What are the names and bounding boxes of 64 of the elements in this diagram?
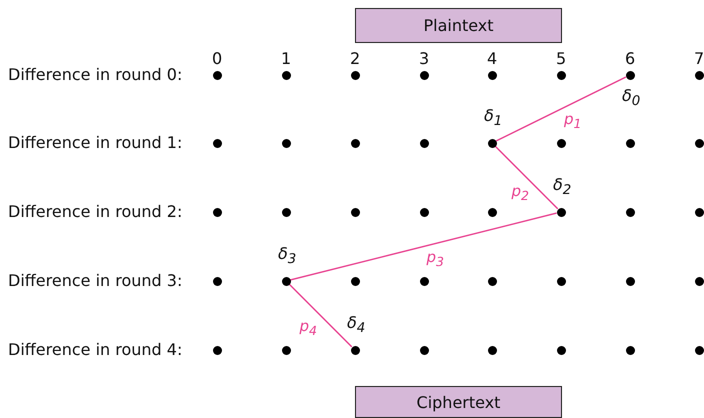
grid-dot bbox=[556, 346, 566, 354]
grid-dot bbox=[556, 138, 566, 148]
grid-dot bbox=[694, 346, 704, 354]
grid-dot bbox=[282, 346, 290, 354]
row-label: Difference in round 4: bbox=[8, 341, 182, 359]
difference-label: δ$_{0}$ bbox=[622, 87, 640, 112]
grid-dot bbox=[350, 208, 360, 216]
grid-dot bbox=[626, 138, 634, 148]
grid-dot bbox=[282, 70, 290, 80]
grid-dot bbox=[212, 276, 222, 286]
grid-dot bbox=[420, 138, 428, 148]
grid-dot bbox=[420, 276, 428, 286]
grid-dot bbox=[420, 346, 428, 354]
grid-dot bbox=[626, 276, 634, 286]
grid-dot bbox=[626, 70, 634, 80]
grid-dot bbox=[212, 138, 222, 148]
grid-dot bbox=[694, 208, 704, 216]
grid-dot bbox=[488, 346, 496, 354]
path-line bbox=[494, 146, 558, 210]
difference-label: δ$_{1}$ bbox=[484, 107, 502, 132]
column-number: 1 bbox=[281, 50, 292, 68]
grid-dot bbox=[556, 276, 566, 286]
difference-label: δ$_{4}$ bbox=[347, 314, 366, 338]
grid-dot bbox=[488, 276, 496, 286]
row-label: Difference in round 0: bbox=[8, 66, 182, 84]
grid-dot bbox=[212, 346, 222, 354]
difference-label: δ$_{3}$ bbox=[278, 245, 296, 270]
grid-dot bbox=[694, 276, 704, 286]
grid-dot bbox=[626, 346, 634, 354]
path-line bbox=[290, 212, 557, 281]
grid-dot bbox=[350, 138, 360, 148]
grid-dot bbox=[350, 276, 360, 286]
title-box: Ciphertext bbox=[355, 386, 562, 418]
title-box: Plaintext bbox=[355, 8, 562, 43]
grid-dot bbox=[350, 346, 360, 354]
path-line bbox=[288, 284, 352, 348]
difference-label: δ$_{2}$ bbox=[553, 176, 572, 200]
grid-dot bbox=[350, 70, 360, 80]
grid-dot bbox=[488, 70, 496, 80]
grid-dot bbox=[488, 138, 496, 148]
grid-dot bbox=[488, 208, 496, 216]
grid-dot bbox=[556, 70, 566, 80]
row-label: Difference in round 1: bbox=[8, 134, 182, 152]
row-label: Difference in round 2: bbox=[8, 203, 182, 221]
column-number: 5 bbox=[556, 50, 566, 68]
column-number: 6 bbox=[625, 50, 636, 68]
column-number: 0 bbox=[212, 50, 222, 68]
path-line bbox=[496, 76, 626, 142]
column-number: 2 bbox=[350, 50, 360, 68]
grid-dot bbox=[694, 70, 704, 80]
grid-dot bbox=[282, 138, 290, 148]
grid-dot bbox=[420, 208, 428, 216]
column-number: 3 bbox=[419, 50, 430, 68]
row-label: Difference in round 3: bbox=[8, 272, 182, 290]
column-number: 7 bbox=[694, 50, 704, 68]
column-number: 4 bbox=[487, 50, 498, 68]
grid-dot bbox=[626, 208, 634, 216]
grid-dot bbox=[694, 138, 704, 148]
grid-dot bbox=[212, 208, 222, 216]
grid-dot bbox=[212, 70, 222, 80]
grid-dot bbox=[556, 208, 566, 216]
grid-dot bbox=[282, 208, 290, 216]
grid-dot bbox=[282, 276, 290, 286]
grid-dot bbox=[420, 70, 428, 80]
